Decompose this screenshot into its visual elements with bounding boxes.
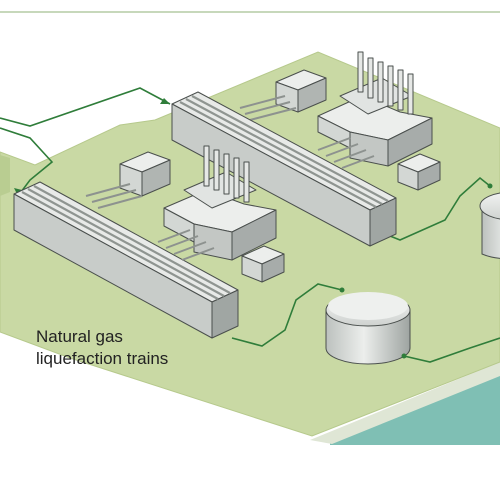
diagram-caption: Natural gas liquefaction trains	[36, 326, 168, 370]
caption-line-1: Natural gas	[36, 327, 123, 346]
compressor-box-lower-2	[241, 245, 285, 283]
pipe-bundle-upper-1	[239, 95, 297, 121]
compressor-box-upper-2	[397, 153, 441, 191]
pipe-rack-lower	[13, 181, 239, 339]
pipeline-inflow-upper	[0, 87, 171, 127]
pipeline-tank-to-shore	[403, 337, 500, 363]
pipe-bundle-lower-1	[85, 183, 143, 209]
pipeline-network	[0, 87, 500, 363]
pipeline-lower-to-tank	[231, 283, 343, 347]
shore-strip	[310, 362, 500, 444]
compressor-box-upper-1	[275, 69, 327, 113]
process-building-lower	[163, 171, 277, 261]
pipeline-upper-to-right-tank	[379, 176, 491, 241]
left-ground-sliver	[0, 155, 10, 196]
exhaust-stacks-upper	[357, 51, 414, 115]
liquefaction-train-lower	[13, 145, 285, 339]
process-building-upper	[317, 77, 433, 167]
storage-tank-middle	[325, 287, 411, 365]
exhaust-stacks-lower	[203, 145, 250, 203]
compressor-box-lower-1	[119, 151, 171, 197]
storage-tank-right	[479, 183, 500, 259]
pipe-bundle-upper-2	[317, 137, 375, 169]
pipe-rack-upper	[171, 91, 397, 247]
liquefaction-train-upper	[171, 51, 441, 247]
pipeline-inflow-lower	[0, 127, 54, 197]
caption-line-2: liquefaction trains	[36, 349, 169, 368]
pipe-bundle-lower-2	[157, 229, 215, 261]
